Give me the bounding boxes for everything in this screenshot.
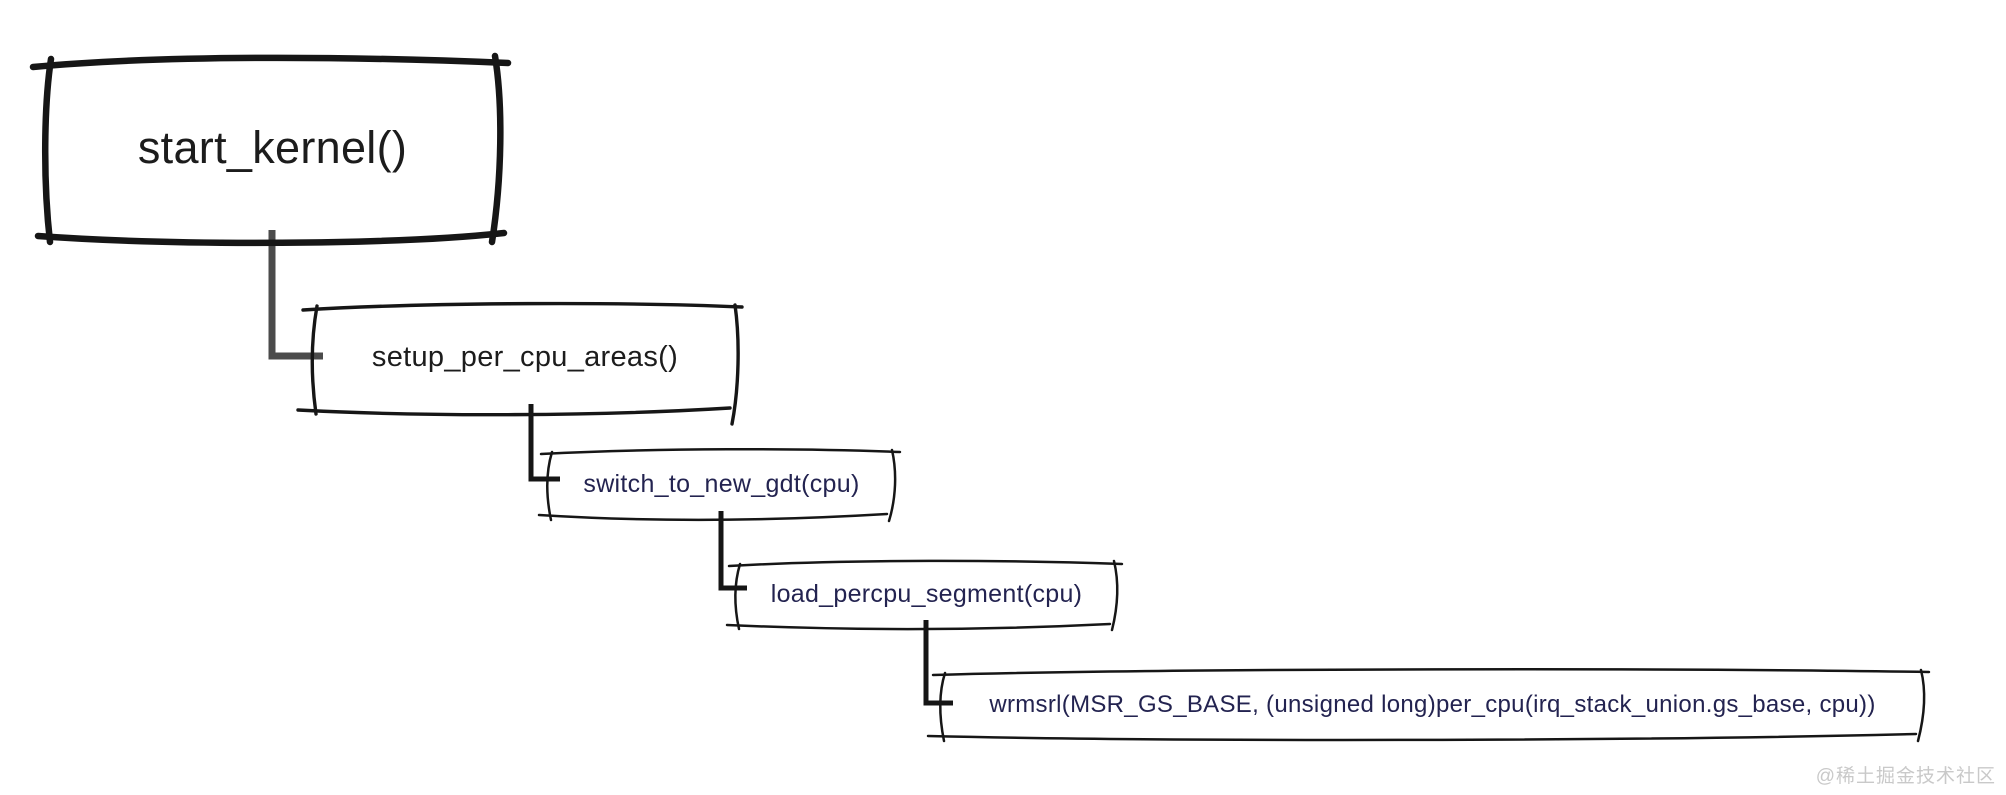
box-outline-start-kernel (29, 52, 512, 247)
box-outlines (29, 52, 1931, 743)
node-start-kernel: start_kernel() (45, 58, 500, 238)
node-wrmsrl: wrmsrl(MSR_GS_BASE, (unsigned long)per_c… (940, 671, 1925, 738)
node-setup-per-cpu-areas-label: setup_per_cpu_areas() (371, 341, 679, 373)
node-wrmsrl-label: wrmsrl(MSR_GS_BASE, (unsigned long)per_c… (989, 690, 1876, 718)
box-outline-setup-per-cpu-areas (296, 301, 744, 426)
edge-setup-per-cpu-areas-to-switch-to-new-gdt (528, 404, 560, 482)
connector-edges (268, 230, 953, 706)
node-load-percpu-segment: load_percpu_segment(cpu) (735, 562, 1118, 627)
box-outline-switch-to-new-gdt (537, 447, 902, 523)
node-load-percpu-segment-label: load_percpu_segment(cpu) (770, 580, 1083, 608)
box-outline-load-percpu-segment (725, 559, 1124, 632)
node-switch-to-new-gdt-label: switch_to_new_gdt(cpu) (583, 469, 860, 498)
box-outline-wrmsrl (926, 668, 1931, 743)
node-setup-per-cpu-areas: setup_per_cpu_areas() (312, 304, 738, 411)
watermark: @稀土掘金技术社区 (1815, 766, 1996, 787)
node-start-kernel-label: start_kernel() (137, 122, 408, 173)
edge-load-percpu-segment-to-wrmsrl (923, 620, 953, 706)
edge-switch-to-new-gdt-to-load-percpu-segment (718, 511, 747, 591)
node-switch-to-new-gdt: switch_to_new_gdt(cpu) (547, 450, 896, 518)
edge-start-kernel-to-setup-per-cpu-areas (268, 230, 323, 360)
